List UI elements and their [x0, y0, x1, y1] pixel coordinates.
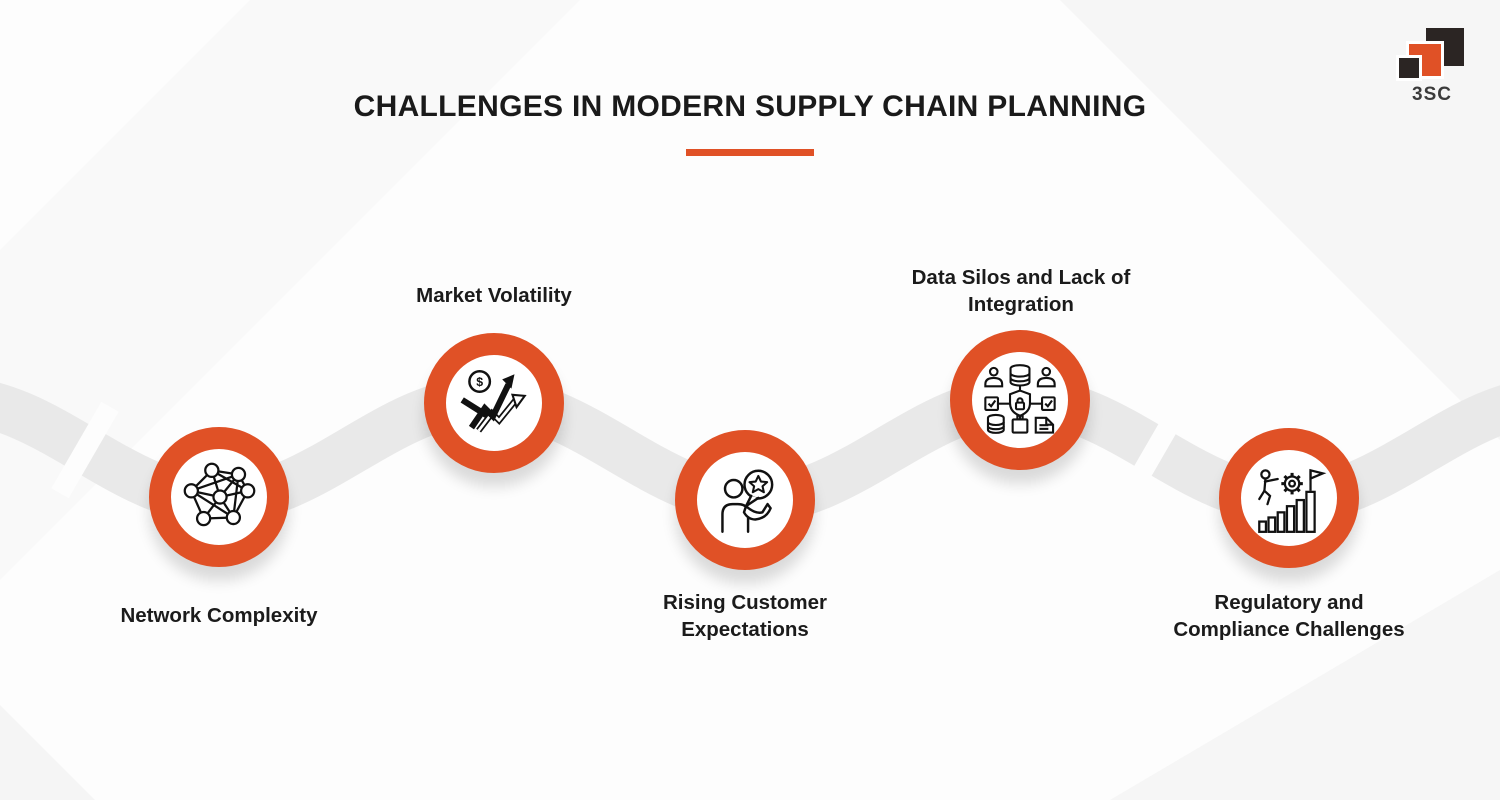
challenge-circle-network-complexity: [149, 427, 289, 567]
challenge-circle-data-silos: [950, 330, 1090, 470]
title-underline: [686, 149, 814, 156]
bg-diagonal-bottom-left: [0, 705, 95, 800]
company-logo: 3SC: [1396, 28, 1468, 106]
challenge-label: Market Volatility: [416, 284, 572, 307]
challenge-label: Data Silos and Lack of Integration: [911, 266, 1131, 316]
compliance-growth-bars-icon: [1258, 468, 1327, 533]
volatility-trend-arrows-icon: $: [460, 369, 527, 433]
page-title: CHALLENGES IN MODERN SUPPLY CHAIN PLANNI…: [353, 90, 1147, 123]
ribbon-gap: [51, 401, 119, 499]
svg-text:$: $: [476, 375, 483, 389]
challenge-label: Network Complexity: [120, 604, 318, 627]
bg-diagonal-bottom-right: [1110, 570, 1500, 800]
challenge-label: Rising Customer Expectations: [662, 591, 828, 641]
logo-squares-mark: [1396, 28, 1468, 82]
challenge-circle-regulatory-compliance: [1219, 428, 1359, 568]
logo-square-small: [1396, 55, 1422, 81]
customer-review-speech-bubble-icon: [721, 469, 774, 534]
challenge-circle-rising-customer-expectations: [675, 430, 815, 570]
bg-diagonal-top-left: [0, 0, 580, 580]
ribbon-gap: [1121, 401, 1189, 499]
network-graph-icon: [183, 462, 256, 527]
challenge-circle-market-volatility: $: [424, 333, 564, 473]
bg-diagonal-top-right: [1060, 0, 1500, 440]
logo-text: 3SC: [1412, 84, 1452, 105]
challenge-label: Regulatory and Compliance Challenges: [1173, 591, 1405, 641]
data-silos-integration-icon: [984, 364, 1056, 434]
